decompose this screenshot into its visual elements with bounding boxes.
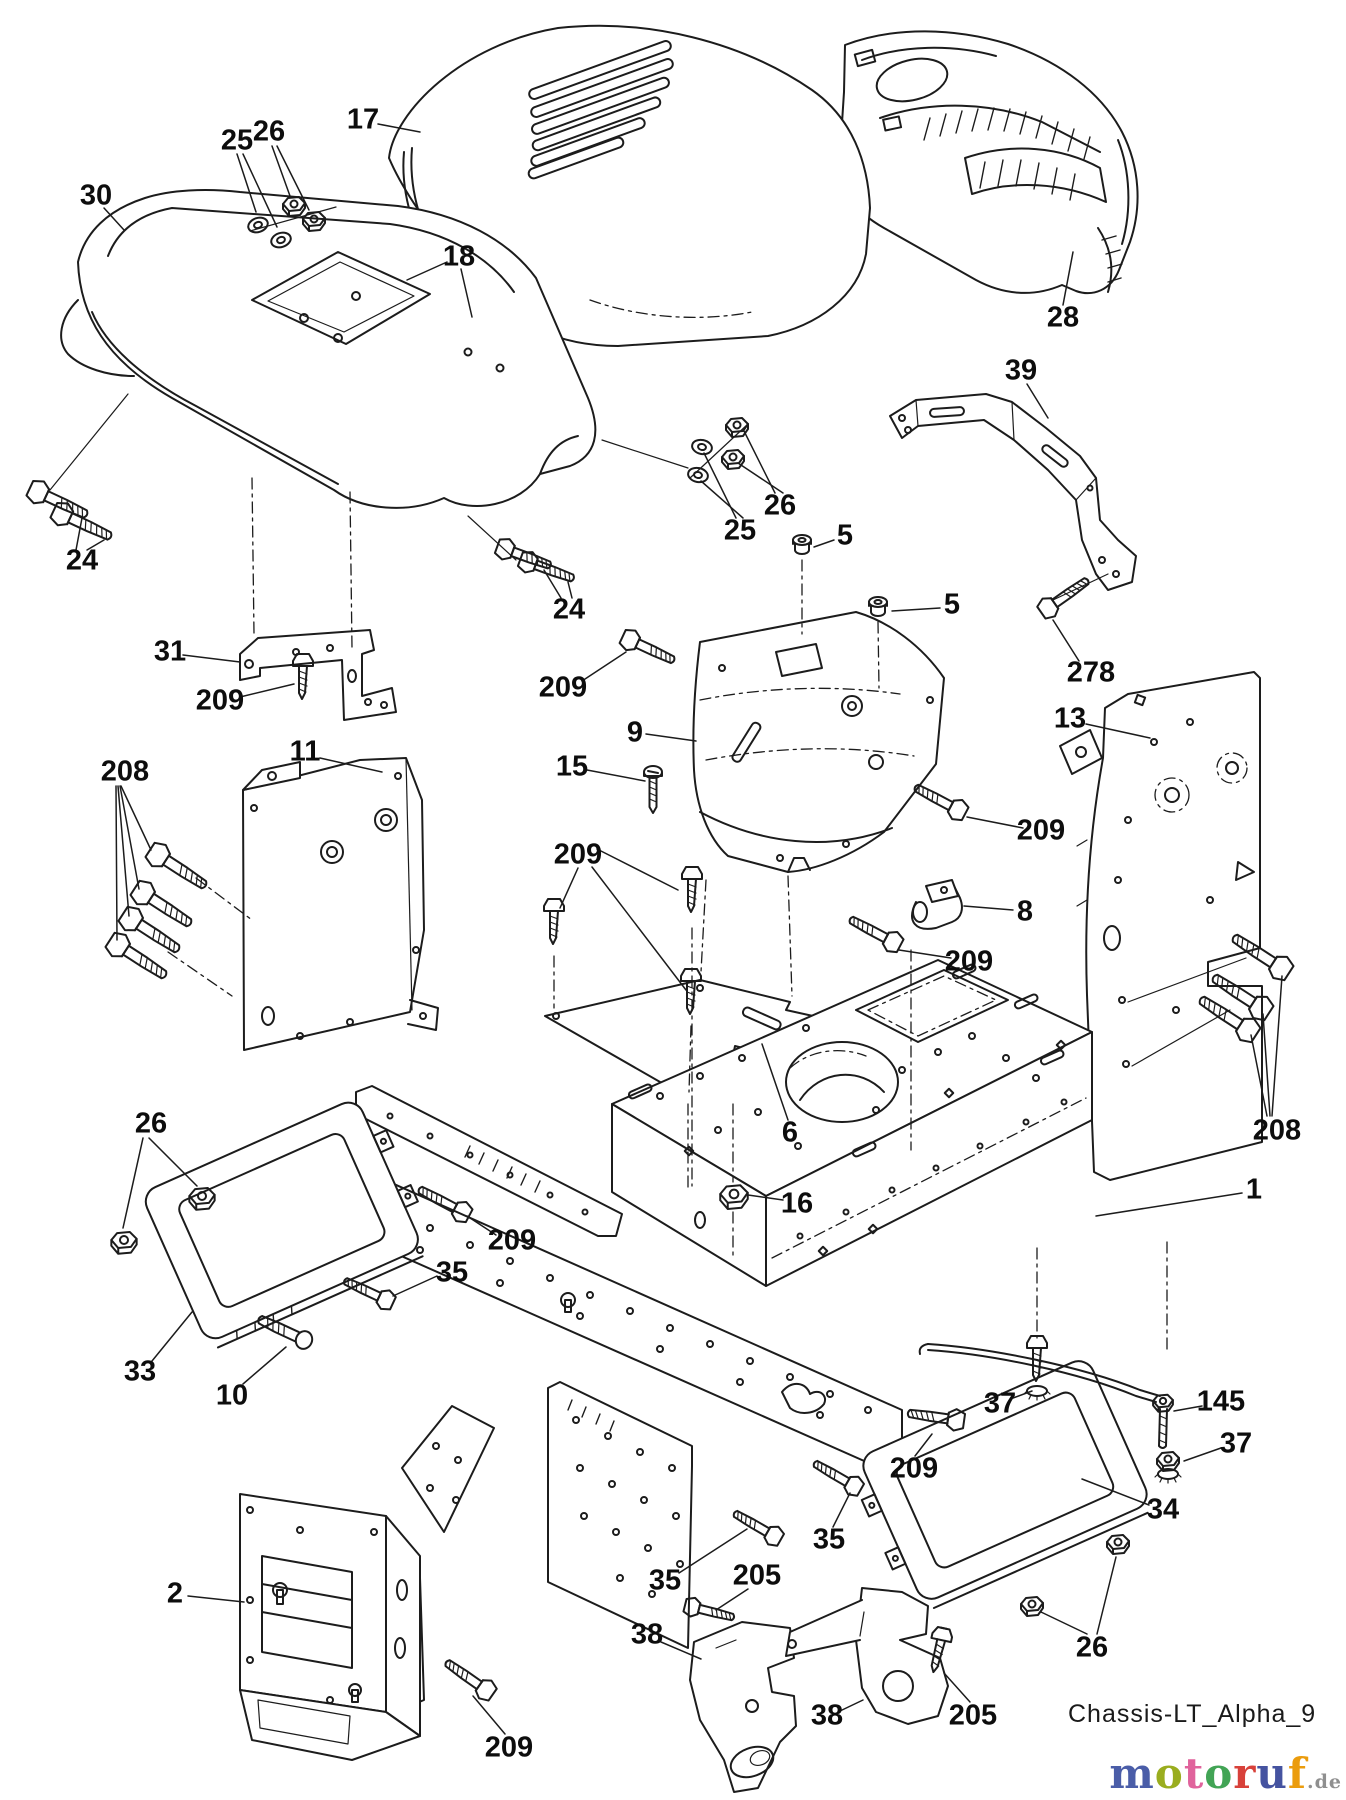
leader-line [76,518,82,550]
part-caster-bracket-left [690,1622,796,1792]
logo-letter: u [1256,1749,1288,1798]
leader-line [814,540,834,547]
leader-line [1263,1014,1270,1116]
diagram-title: Chassis-LT_Alpha_9 [1068,1700,1317,1728]
leader-line [277,146,309,210]
part-grille-housing [839,31,1137,293]
leader-line [188,1596,244,1602]
part-chassis-frame [356,960,1092,1716]
part-running-board-right [845,1356,1155,1617]
part-dash-bracket [890,394,1136,590]
leader-line [716,1589,748,1610]
leader-line [272,146,290,196]
leader-line [1086,724,1150,738]
leader-line [1041,1612,1087,1634]
leader-line [378,124,420,132]
leader-line [892,608,940,611]
leader-line [582,652,626,681]
leader-line [237,154,256,212]
logo-letters: motoruf [1109,1749,1307,1798]
logo-letter: t [1183,1749,1205,1798]
leader-line [104,208,124,230]
leader-line [467,1216,496,1235]
leader-line [152,1312,192,1361]
leader-line [407,262,447,280]
leader-line [592,867,686,990]
leader-line [915,1434,932,1456]
part-fender-bracket [240,630,396,720]
leader-line [762,1044,788,1120]
logo-letter: m [1109,1749,1155,1798]
leader-line [120,786,139,889]
leader-line [1174,1406,1202,1411]
leader-line [473,1696,505,1734]
leader-line [967,817,1023,828]
logo-letter: o [1204,1749,1234,1798]
leader-line [1251,1035,1267,1116]
leader-line [243,154,277,227]
leader-line [1097,1557,1116,1634]
leader-line [899,950,951,958]
leader-line [840,1700,863,1711]
leader-line [964,906,1013,910]
leader-line [1082,1479,1149,1505]
leader-line [1027,384,1048,418]
leader-line [748,1195,783,1200]
leader-line [1184,1448,1221,1461]
part-mount-plate [545,980,840,1098]
leader-line [544,570,561,598]
leader-line [597,849,678,890]
leader-line [461,269,472,317]
leader-line [944,1673,970,1702]
leader-line [701,481,743,518]
part-side-panel-right [1060,672,1262,1180]
leader-line [320,758,382,772]
part-side-panel-left [243,758,438,1050]
leader-line [679,1529,747,1573]
leader-line [833,1493,850,1527]
part-fender-pan [61,190,595,508]
leader-line [240,684,294,697]
leader-line [116,786,117,940]
part-caster-bracket-right [786,1588,948,1724]
leader-line [149,1138,197,1186]
leader-line [738,463,783,493]
logo-letter: o [1154,1749,1184,1798]
leader-line [118,786,129,916]
leader-line [1096,1193,1242,1216]
leader-line [123,1138,143,1228]
logo-letter: r [1233,1749,1257,1798]
leader-line [1013,1391,1032,1398]
fasteners-group [23,196,1297,1705]
leader-line [568,582,572,598]
leader-lines [76,124,1282,1734]
part-axle-bracket [240,1494,420,1760]
logo-letter: f [1287,1749,1307,1798]
leader-line [87,540,104,550]
leader-line [661,1642,701,1659]
leader-line [587,770,645,781]
logo-domain-suffix: .de [1307,1771,1342,1793]
leader-line [183,655,240,662]
leader-line [393,1276,437,1296]
watermark-logo[interactable]: motoruf.de [1109,1749,1342,1798]
part-stabilizer-rod [920,1344,1174,1448]
leader-line [243,1347,286,1384]
part-strap [912,880,962,929]
part-dash-panel [693,612,944,872]
leader-line [121,786,151,850]
leader-line [744,431,775,493]
leader-line [560,868,578,908]
construction-lines [50,394,1246,1352]
leader-line [1053,620,1079,661]
leader-line [646,734,696,741]
leader-line [1063,252,1073,305]
leader-line [1272,976,1282,1116]
